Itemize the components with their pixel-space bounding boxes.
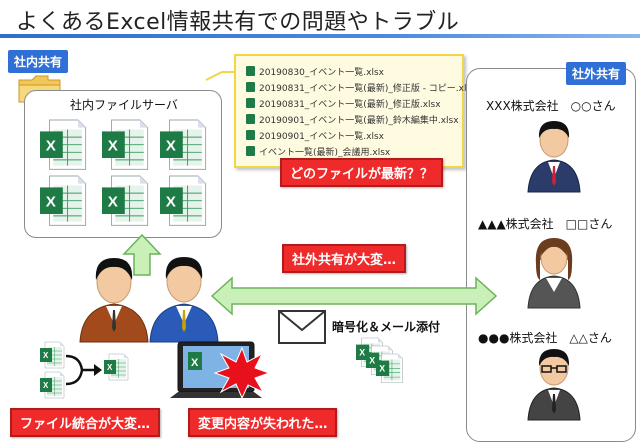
mail-label: 暗号化＆メール添付 [332, 320, 441, 334]
excel-file-icon: X [40, 341, 65, 369]
svg-text:X: X [166, 137, 176, 154]
svg-text:X: X [108, 193, 118, 210]
excel-file-icon [246, 66, 255, 76]
excel-file-icon: X [102, 175, 149, 226]
svg-text:X: X [166, 193, 176, 210]
file-list-item[interactable]: 20190901_イベント一覧(最新)_鈴木編集中.xlsx [246, 113, 459, 126]
svg-text:X: X [191, 357, 199, 369]
file-list-item[interactable]: 20190901_イベント一覧.xlsx [246, 129, 384, 142]
excel-file-icon [246, 114, 255, 124]
file-list-item[interactable]: イベント一覧(最新)_会議用.xlsx [246, 145, 390, 158]
title-underline [0, 34, 640, 38]
internal-share-tag: 社内共有 [8, 50, 69, 73]
excel-file-icon: X [40, 175, 87, 226]
file-list-popup: 20190830_イベント一覧.xlsx 20190831_イベント一覧(最新)… [234, 54, 477, 168]
file-list-item[interactable]: 20190830_イベント一覧.xlsx [246, 65, 384, 78]
person-icon [527, 238, 581, 309]
excel-file-icon: X [102, 119, 149, 170]
excel-file-icon [246, 146, 255, 156]
external-share-problem-label: 社外共有が大変… [282, 244, 407, 273]
excel-file-icon: X [376, 353, 403, 383]
file-list-item[interactable]: 20190831_イベント一覧(最新)_修正版.xlsx [246, 97, 441, 110]
company-label-3: ●●●株式会社 △△さん [478, 331, 612, 345]
person-icon [527, 121, 581, 193]
latest-file-problem-label: どのファイルが最新？？ [280, 158, 444, 187]
svg-text:X: X [107, 363, 113, 372]
file-list-item[interactable]: 20190831_イベント一覧(最新)_修正版 - コピー.xlsx [246, 81, 477, 94]
company-label-2: ▲▲▲株式会社 □□さん [478, 217, 613, 231]
svg-text:X: X [46, 137, 56, 154]
merge-problem-label: ファイル統合が大変… [10, 408, 161, 437]
file-server-label: 社内ファイルサーバ [70, 98, 178, 112]
crash-burst-icon [213, 346, 271, 400]
svg-text:X: X [359, 348, 365, 358]
merge-arrow-icon [65, 354, 102, 386]
svg-text:X: X [108, 137, 118, 154]
page-title: よくあるExcel情報共有での問題やトラブル [16, 10, 460, 35]
svg-text:X: X [46, 193, 56, 210]
person-icon [149, 257, 219, 343]
excel-file-icon: X [160, 119, 207, 170]
excel-file-icon: X [40, 119, 87, 170]
excel-file-icon [246, 98, 255, 108]
external-share-tag: 社外共有 [566, 62, 627, 85]
svg-text:X: X [43, 381, 49, 390]
company-label-1: XXX株式会社 ○○さん [486, 99, 616, 113]
mail-icon [278, 310, 326, 344]
excel-file-icon [246, 82, 255, 92]
excel-file-icon: X [104, 353, 129, 381]
up-arrow [122, 233, 162, 276]
svg-text:X: X [369, 356, 375, 366]
excel-file-icon: X [160, 175, 207, 226]
excel-file-icon [246, 130, 255, 140]
double-arrow [210, 276, 498, 316]
svg-text:X: X [43, 351, 49, 360]
person-icon [527, 349, 581, 421]
svg-text:X: X [379, 364, 385, 374]
excel-file-icon: X [40, 371, 65, 399]
lost-changes-problem-label: 変更内容が失われた… [188, 408, 338, 437]
person-icon [79, 258, 149, 343]
